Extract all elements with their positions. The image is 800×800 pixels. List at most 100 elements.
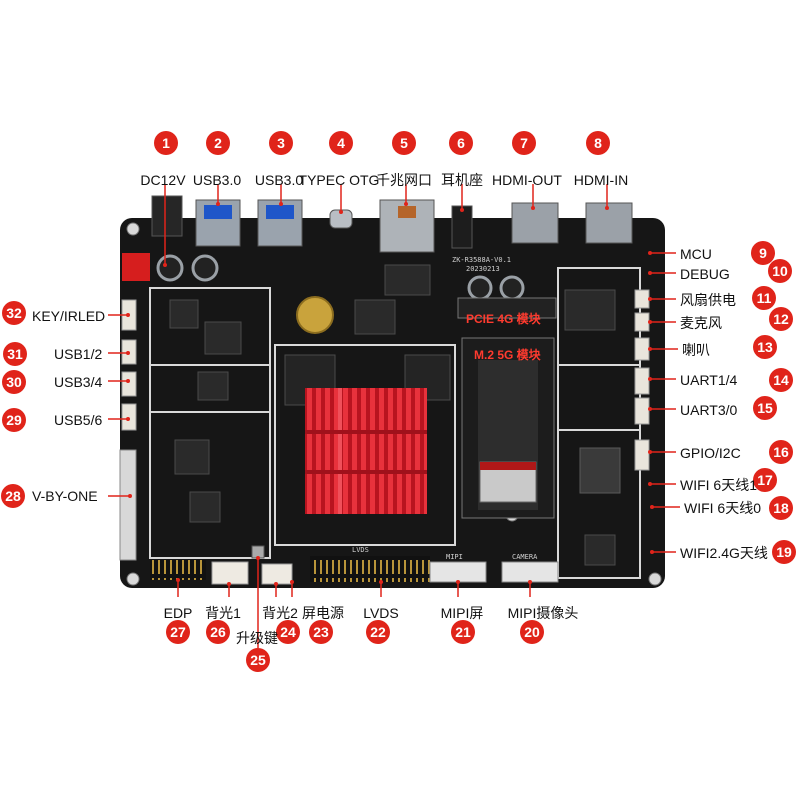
- leader-dot-22: [379, 580, 383, 584]
- callout-badge-11: 11: [752, 286, 776, 310]
- callout-badge-2: 2: [206, 131, 230, 155]
- leader-dot-13: [648, 347, 652, 351]
- leader-dot-6: [460, 208, 464, 212]
- callout-label-19: WIFI2.4G天线: [680, 545, 768, 561]
- callout-badge-13: 13: [753, 335, 777, 359]
- callout-label-25: 升级键: [236, 630, 278, 646]
- callout-badge-12: 12: [769, 307, 793, 331]
- leader-dot-9: [648, 251, 652, 255]
- callout-label-23: 屏电源: [302, 605, 344, 621]
- lvds-connector: [310, 556, 430, 582]
- callout-label-32: KEY/IRLED: [32, 308, 106, 324]
- silk-center-box: [274, 344, 456, 546]
- dc-jack: [151, 195, 183, 237]
- callout-label-27: EDP: [163, 605, 193, 621]
- leader-dot-25: [256, 556, 260, 560]
- callout-badge-4: 4: [329, 131, 353, 155]
- m2-slot-label: M.2 5G 模块: [474, 348, 541, 362]
- callout-badge-14: 14: [769, 368, 793, 392]
- callout-badge-22: 22: [366, 620, 390, 644]
- callout-label-7: HDMI-OUT: [492, 172, 562, 188]
- callout-badge-20: 20: [520, 620, 544, 644]
- leader-dot-26: [227, 582, 231, 586]
- callout-badge-7: 7: [512, 131, 536, 155]
- callout-badge-16: 16: [769, 440, 793, 464]
- hdmi-in-port: [585, 202, 633, 244]
- leader-dot-7: [531, 206, 535, 210]
- leader-dot-16: [648, 450, 652, 454]
- pcie-slot: [457, 297, 557, 319]
- leader-dot-32: [126, 313, 130, 317]
- callout-label-10: DEBUG: [680, 266, 730, 282]
- callout-label-8: HDMI-IN: [573, 172, 629, 188]
- callout-badge-28: 28: [1, 484, 25, 508]
- callout-label-30: USB3/4: [54, 374, 103, 390]
- coin-battery: [296, 296, 334, 334]
- leader-dot-30: [126, 379, 130, 383]
- callout-badge-23: 23: [309, 620, 333, 644]
- leader-dot-27: [176, 578, 180, 582]
- callout-badge-8: 8: [586, 131, 610, 155]
- leader-dot-10: [648, 271, 652, 275]
- leader-dot-3: [279, 202, 283, 206]
- leader-dot-4: [339, 210, 343, 214]
- callout-label-1: DC12V: [140, 172, 186, 188]
- callout-label-24: 背光2: [262, 605, 298, 621]
- leader-dot-12: [648, 320, 652, 324]
- callout-label-4: TYPEC OTG: [298, 172, 380, 188]
- callout-badge-32: 32: [2, 301, 26, 325]
- silk-left-box: [149, 287, 271, 559]
- mount-hole-tl: [126, 222, 140, 236]
- mipi-silk-text: MIPI: [446, 553, 463, 561]
- leader-dot-18: [650, 505, 654, 509]
- callout-label-3: USB3.0: [254, 172, 304, 188]
- callout-badge-15: 15: [753, 396, 777, 420]
- callout-badge-31: 31: [3, 342, 27, 366]
- callout-badge-29: 29: [2, 408, 26, 432]
- callout-label-13: 喇叭: [682, 342, 710, 358]
- callout-badge-9: 9: [751, 241, 775, 265]
- callout-badge-5: 5: [392, 131, 416, 155]
- callout-label-29: USB5/6: [54, 412, 103, 428]
- lvds-silk-text: LVDS: [352, 546, 369, 554]
- callout-label-22: LVDS: [363, 605, 399, 621]
- hdmi-out-port: [511, 202, 559, 244]
- leader-dot-15: [648, 407, 652, 411]
- callout-label-20: MIPI摄像头: [507, 605, 579, 621]
- leader-dot-8: [605, 206, 609, 210]
- camera-silk-text: CAMERA: [512, 553, 538, 561]
- callout-badge-6: 6: [449, 131, 473, 155]
- callout-label-28: V-BY-ONE: [32, 488, 98, 504]
- callout-label-17: WIFI 6天线1: [680, 477, 758, 493]
- callout-label-5: 千兆网口: [376, 172, 432, 188]
- leader-dot-29: [126, 417, 130, 421]
- leader-dot-11: [648, 297, 652, 301]
- callout-badge-10: 10: [768, 259, 792, 283]
- leader-dot-28: [128, 494, 132, 498]
- callout-badge-26: 26: [206, 620, 230, 644]
- callout-label-14: UART1/4: [680, 372, 738, 388]
- callout-badge-19: 19: [772, 540, 796, 564]
- callout-label-6: 耳机座: [441, 172, 483, 188]
- callout-label-16: GPIO/I2C: [680, 445, 741, 461]
- callout-label-26: 背光1: [205, 605, 241, 621]
- callout-label-12: 麦克风: [680, 315, 722, 331]
- leader-dot-21: [456, 580, 460, 584]
- callout-badge-17: 17: [753, 468, 777, 492]
- vbyone-connector: [119, 449, 137, 561]
- leader-dot-2: [216, 202, 220, 206]
- leader-dot-1: [163, 263, 167, 267]
- power-connector: [122, 253, 150, 281]
- leader-dot-23: [290, 580, 294, 584]
- callout-badge-18: 18: [769, 496, 793, 520]
- callout-label-2: USB3.0: [192, 172, 242, 188]
- callout-label-9: MCU: [680, 246, 712, 262]
- leader-dot-17: [648, 482, 652, 486]
- edp-connector: [150, 560, 206, 580]
- callout-badge-3: 3: [269, 131, 293, 155]
- board-date-text: 20230213: [466, 265, 500, 273]
- leader-dot-5: [404, 202, 408, 206]
- leader-dot-31: [126, 351, 130, 355]
